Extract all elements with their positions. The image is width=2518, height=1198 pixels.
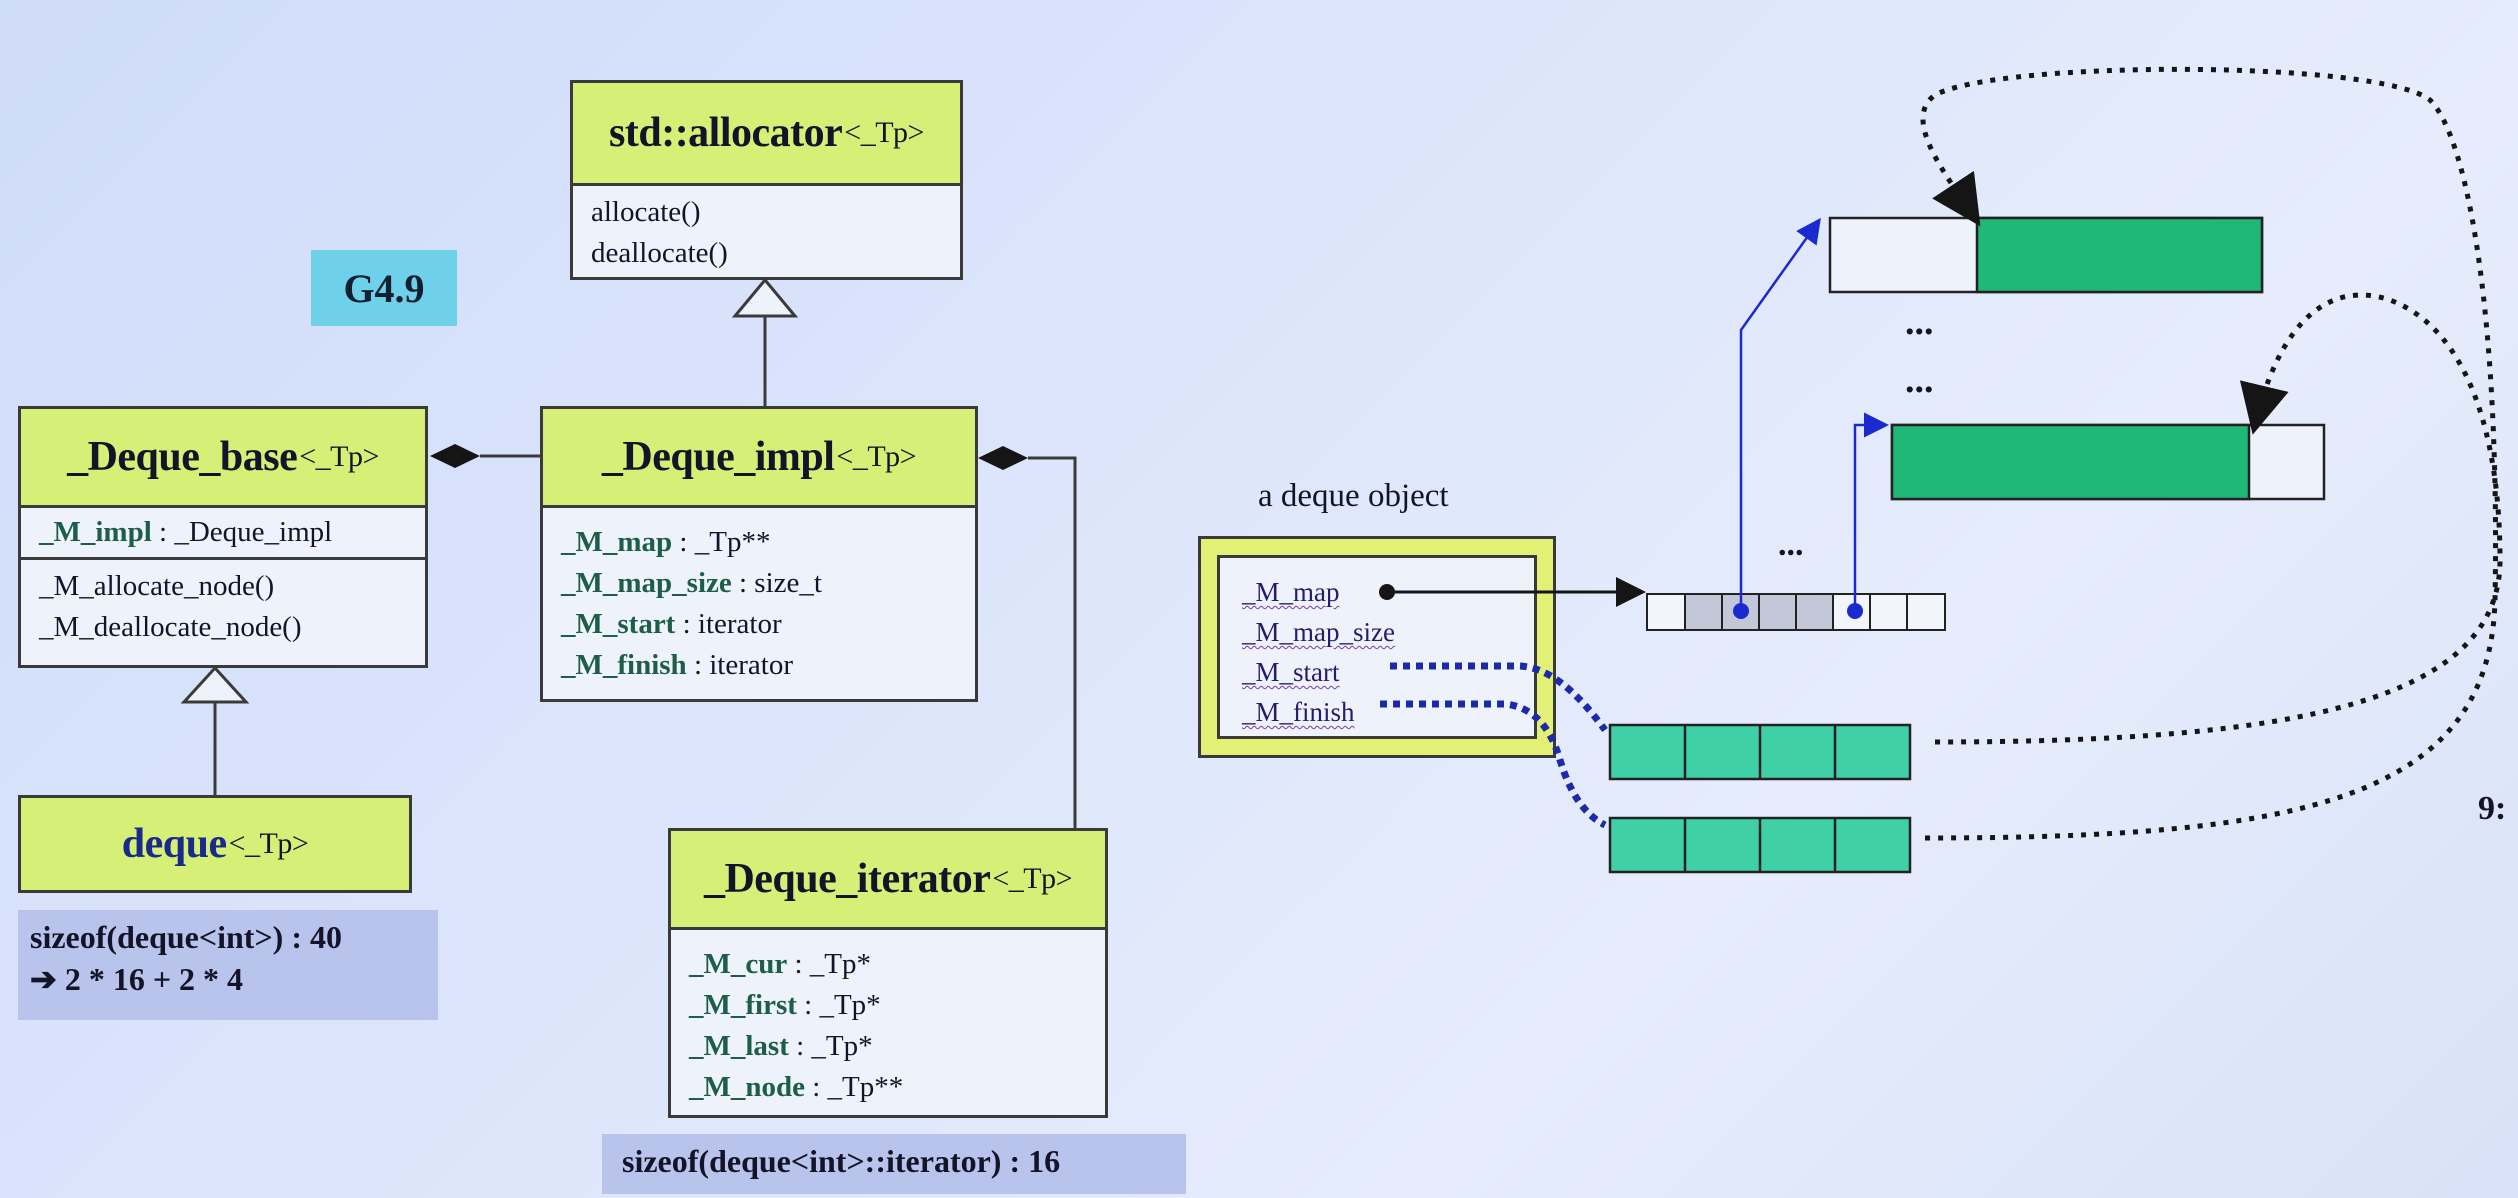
allocator-class-box: std::allocator<_Tp> allocate() deallocat… — [570, 80, 963, 280]
impl-composition-line — [1028, 456, 1077, 828]
deque-object-members: _M_map _M_map_size _M_start _M_finish — [1217, 555, 1537, 739]
deque-iterator-field-name: _M_last — [689, 1030, 789, 1062]
deque-iterator-class-name: _Deque_iterator — [703, 856, 991, 902]
deque-inherits-arrowhead — [180, 665, 250, 704]
deque-impl-class-box: _Deque_impl<_Tp> _M_map : _Tp** _M_map_s… — [540, 406, 978, 702]
buffer-top — [1828, 216, 2264, 294]
deque-impl-field-name: _M_start — [561, 608, 676, 640]
deque-iterator-field-type: : _Tp** — [805, 1071, 904, 1103]
sizeof-iterator-note: sizeof(deque<int>::iterator) : 16 — [602, 1134, 1186, 1194]
version-badge: G4.9 — [311, 250, 457, 326]
deque-base-tparam: <_Tp> — [299, 440, 379, 473]
deque-base-methods: _M_allocate_node() _M_deallocate_node() — [21, 560, 425, 654]
start-iterator-block — [1608, 723, 1912, 781]
deque-object-box: _M_map _M_map_size _M_start _M_finish — [1198, 536, 1556, 758]
deque-impl-field-type: : iterator — [675, 608, 782, 640]
page-number: 9: — [2478, 790, 2507, 827]
map-ellipsis: ... — [1778, 526, 1804, 563]
finish-link — [1380, 700, 1607, 829]
impl-composition-diamond — [978, 446, 1028, 470]
deque-base-fields: _M_impl : _Deque_impl — [21, 508, 425, 560]
deque-base-class-name: _Deque_base — [67, 434, 298, 480]
allocator-method: allocate() — [591, 196, 701, 228]
deque-iterator-field-type: : _Tp* — [787, 948, 872, 980]
sizeof-iterator-text: sizeof(deque<int>::iterator) : 16 — [622, 1143, 1061, 1179]
deque-impl-field-name: _M_map_size — [561, 567, 732, 599]
deque-iterator-fields: _M_cur : _Tp* _M_first : _Tp* _M_last : … — [671, 930, 1105, 1114]
deque-iterator-field-type: : _Tp* — [788, 1030, 873, 1062]
deque-object-member: _M_map_size — [1242, 617, 1395, 647]
buffers-ellipsis: ... — [1905, 359, 1934, 401]
deque-class-name: deque — [121, 821, 227, 867]
deque-base-method: _M_deallocate_node() — [39, 611, 302, 643]
finish-iterator-block — [1608, 816, 1912, 874]
deque-impl-fields: _M_map : _Tp** _M_map_size : size_t _M_s… — [543, 508, 975, 692]
map-node-pointer — [1739, 217, 1821, 611]
sizeof-deque-text: sizeof(deque<int>) : 40 — [30, 919, 342, 955]
deque-base-field-name: _M_impl — [39, 516, 152, 548]
buffers-ellipsis: ... — [1905, 301, 1934, 343]
deque-tparam: <_Tp> — [228, 827, 309, 860]
deque-iterator-class-header: _Deque_iterator<_Tp> — [671, 831, 1105, 930]
deque-iterator-field-name: _M_cur — [689, 948, 788, 980]
allocator-class-name: std::allocator — [609, 110, 843, 156]
allocator-class-header: std::allocator<_Tp> — [573, 83, 960, 186]
sizeof-deque-note: sizeof(deque<int>) : 40 ➔ 2 * 16 + 2 * 4 — [18, 910, 438, 1020]
buffer-middle — [1890, 423, 2326, 501]
base-composition-diamond — [430, 444, 480, 468]
map-array — [1646, 593, 1946, 631]
deque-class-header: deque<_Tp> — [21, 798, 409, 890]
allocator-method: deallocate() — [591, 237, 728, 269]
allocator-tparam: <_Tp> — [844, 116, 924, 149]
deque-object-member: _M_map — [1242, 577, 1340, 607]
deque-impl-tparam: <_Tp> — [836, 440, 917, 473]
deque-iterator-class-box: _Deque_iterator<_Tp> _M_cur : _Tp* _M_fi… — [668, 828, 1108, 1118]
deque-object-member: _M_start — [1242, 657, 1340, 687]
start-link — [1390, 662, 1608, 733]
deque-impl-field-type: : size_t — [731, 567, 822, 599]
deque-impl-field-type: : iterator — [686, 649, 793, 681]
deque-impl-field-name: _M_finish — [561, 649, 687, 681]
impl-inherits-arrowhead — [731, 277, 799, 318]
deque-iterator-field-name: _M_first — [689, 989, 797, 1021]
deque-impl-class-header: _Deque_impl<_Tp> — [543, 409, 975, 508]
deque-impl-field-name: _M_map — [561, 526, 673, 558]
deque-base-class-header: _Deque_base<_Tp> — [21, 409, 425, 508]
deque-object-caption: a deque object — [1258, 478, 1449, 514]
deque-iterator-tparam: <_Tp> — [992, 862, 1073, 895]
deque-impl-class-name: _Deque_impl — [601, 434, 835, 480]
map-node-pointer — [1853, 412, 1889, 611]
deque-iterator-field-name: _M_node — [689, 1071, 805, 1103]
deque-iterator-field-type: : _Tp* — [796, 989, 881, 1021]
finish-buffer-curve — [1920, 66, 2499, 841]
deque-base-field-type: : _Deque_impl — [151, 516, 333, 548]
deque-object-member: _M_finish — [1242, 697, 1355, 727]
deque-impl-field-type: : _Tp** — [672, 526, 771, 558]
deque-base-method: _M_allocate_node() — [39, 570, 275, 602]
start-buffer-curve — [1934, 292, 2503, 745]
sizeof-deque-calc: ➔ 2 * 16 + 2 * 4 — [30, 961, 244, 997]
allocator-methods: allocate() deallocate() — [573, 186, 960, 280]
deque-base-class-box: _Deque_base<_Tp> _M_impl : _Deque_impl _… — [18, 406, 428, 668]
deque-class-box: deque<_Tp> — [18, 795, 412, 893]
